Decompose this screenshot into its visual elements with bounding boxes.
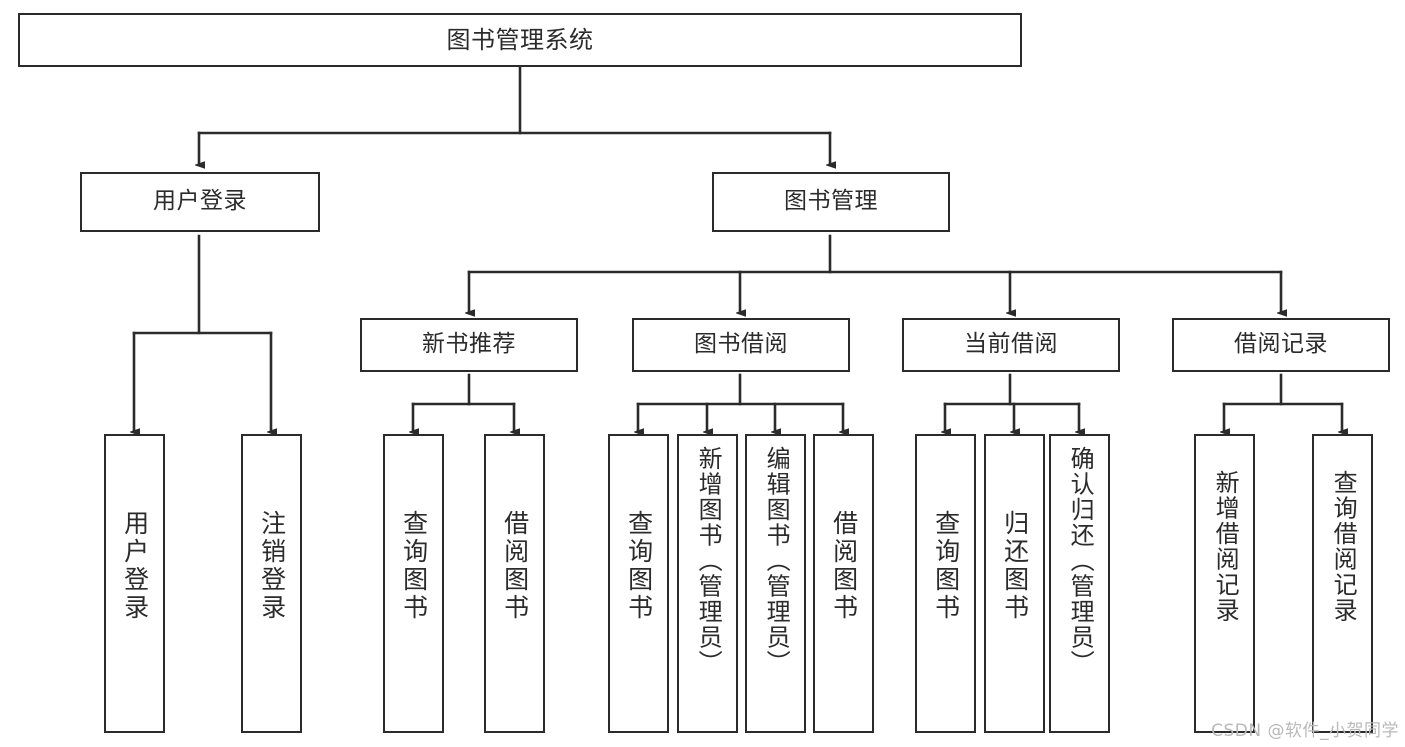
- node-borrow-records[interactable]: 借阅记录: [1172, 318, 1390, 372]
- node-label: 图书管理系统: [446, 25, 594, 54]
- node-label: 借阅图书: [500, 510, 530, 622]
- node-label: 确认归还（管理员）: [1066, 446, 1095, 676]
- node-label: 新书推荐: [422, 331, 516, 358]
- node-current-borrow[interactable]: 当前借阅: [902, 318, 1120, 372]
- node-new-book-recommend[interactable]: 新书推荐: [360, 318, 578, 372]
- leaf-new-book-borrow-book[interactable]: 借阅图书: [484, 434, 545, 733]
- node-book-management[interactable]: 图书管理: [712, 172, 950, 232]
- node-label: 图书管理: [784, 188, 878, 215]
- leaf-book-borrow-add-book-admin[interactable]: 新增图书（管理员）: [677, 434, 738, 733]
- node-label: 查询图书: [624, 510, 654, 622]
- leaf-borrow-records-add-record[interactable]: 新增借阅记录: [1194, 434, 1255, 733]
- leaf-current-borrow-return-book[interactable]: 归还图书: [984, 434, 1045, 733]
- node-label: 查询图书: [931, 510, 961, 622]
- node-label: 编辑图书（管理员）: [762, 446, 791, 676]
- leaf-current-borrow-query-book[interactable]: 查询图书: [915, 434, 976, 733]
- node-label: 当前借阅: [964, 331, 1058, 358]
- leaf-user-login-login[interactable]: 用户登录: [104, 434, 165, 733]
- node-label: 借阅图书: [829, 510, 859, 622]
- leaf-book-borrow-borrow-book[interactable]: 借阅图书: [813, 434, 874, 733]
- csdn-watermark: CSDN @软件_小贺同学: [1211, 721, 1399, 741]
- node-root-book-management-system[interactable]: 图书管理系统: [18, 13, 1022, 67]
- node-book-borrow[interactable]: 图书借阅: [632, 318, 850, 372]
- leaf-current-borrow-confirm-return-admin[interactable]: 确认归还（管理员）: [1049, 434, 1110, 733]
- node-label: 注销登录: [257, 510, 287, 622]
- node-label: 查询图书: [399, 510, 429, 622]
- node-label: 归还图书: [1000, 510, 1030, 622]
- leaf-book-borrow-query-book[interactable]: 查询图书: [608, 434, 669, 733]
- node-label: 用户登录: [153, 188, 247, 215]
- node-label: 图书借阅: [694, 331, 788, 358]
- node-label: 用户登录: [120, 510, 150, 622]
- node-label: 新增借阅记录: [1211, 470, 1240, 623]
- node-label: 查询借阅记录: [1329, 470, 1358, 623]
- node-label: 新增图书（管理员）: [694, 446, 723, 676]
- leaf-book-borrow-edit-book-admin[interactable]: 编辑图书（管理员）: [745, 434, 806, 733]
- leaf-new-book-query-book[interactable]: 查询图书: [383, 434, 444, 733]
- leaf-borrow-records-query-record[interactable]: 查询借阅记录: [1312, 434, 1373, 733]
- leaf-user-login-logout[interactable]: 注销登录: [241, 434, 302, 733]
- node-user-login[interactable]: 用户登录: [80, 172, 320, 232]
- node-label: 借阅记录: [1234, 331, 1328, 358]
